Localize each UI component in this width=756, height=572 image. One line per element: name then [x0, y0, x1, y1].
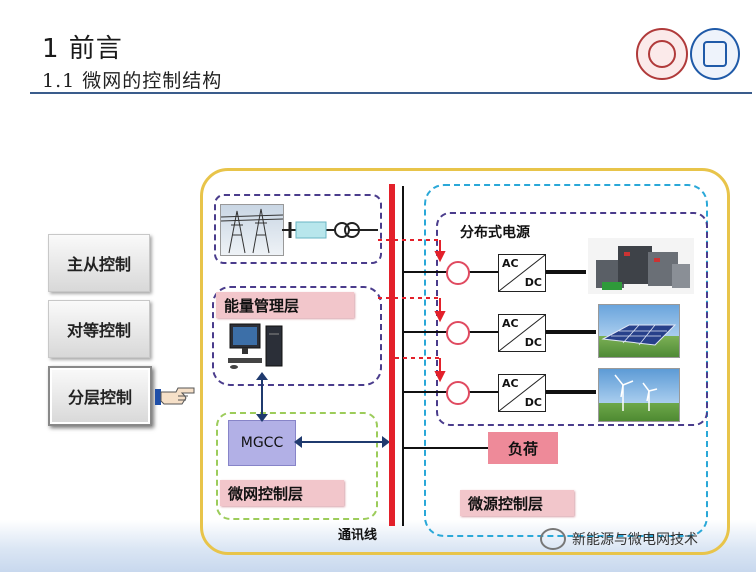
university-emblem-logo: [690, 28, 740, 80]
page-subtitle: 1.1 微网的控制结构: [42, 70, 223, 92]
mgcc-text: MGCC: [240, 435, 284, 451]
grid-connection-frame: [214, 194, 382, 264]
university-seal-logo: [636, 28, 688, 80]
menu-label: 对等控制: [66, 321, 131, 340]
ac-text: AC: [502, 317, 519, 330]
battery-storage-image: [588, 238, 694, 294]
meter-icon: [446, 321, 470, 345]
load-text: 负荷: [507, 439, 538, 458]
mgcc-bus-arrow: [294, 436, 390, 448]
energy-mgcc-arrow: [256, 372, 268, 422]
ac-dc-converter: AC DC: [498, 314, 546, 352]
substation-image: [220, 204, 284, 256]
energy-management-label: 能量管理层: [216, 292, 354, 318]
bus-label: 通讯线: [338, 528, 378, 543]
dc-text: DC: [524, 276, 542, 289]
mgcc-box: MGCC: [228, 420, 296, 466]
microgrid-control-frame: [216, 412, 378, 520]
wind-turbine-image: [598, 368, 680, 422]
microgrid-control-label: 微网控制层: [220, 480, 344, 506]
watermark: 新能源与微电网技术: [540, 528, 698, 550]
computer-icon: [228, 323, 283, 369]
distributed-source-label: 分布式电源: [460, 225, 530, 241]
energy-management-frame: [212, 286, 382, 386]
menu-label: 主从控制: [66, 255, 131, 274]
meter-icon: [446, 381, 470, 405]
menu-button-peer[interactable]: 对等控制: [48, 300, 150, 358]
ac-dc-converter: AC DC: [498, 254, 546, 292]
page-title: 1 前言: [42, 34, 123, 64]
dc-text: DC: [524, 396, 542, 409]
microgrid-control-text: 微网控制层: [228, 484, 304, 503]
energy-management-text: 能量管理层: [224, 296, 300, 315]
watermark-text: 新能源与微电网技术: [572, 532, 698, 548]
header-divider: [30, 92, 752, 94]
solar-panel-image: [598, 304, 680, 358]
footer-band: [0, 520, 756, 572]
menu-button-hierarchical[interactable]: 分层控制: [48, 366, 152, 426]
source-control-text: 微源控制层: [468, 494, 544, 513]
source-control-label: 微源控制层: [460, 490, 574, 516]
pointing-hand-icon: [155, 387, 195, 405]
menu-button-master-slave[interactable]: 主从控制: [48, 234, 150, 292]
bus-and-connections: [378, 184, 596, 526]
ac-dc-converter: AC DC: [498, 374, 546, 412]
ac-text: AC: [502, 377, 519, 390]
microgrid-outer-frame: [200, 168, 730, 555]
wechat-icon: [540, 528, 566, 550]
distributed-source-frame: [436, 212, 708, 426]
meter-icon: [446, 261, 470, 285]
menu-label: 分层控制: [67, 388, 132, 407]
ac-text: AC: [502, 257, 519, 270]
load-box: 负荷: [488, 432, 558, 464]
dc-text: DC: [524, 336, 542, 349]
grid-link-symbols: [282, 221, 378, 239]
